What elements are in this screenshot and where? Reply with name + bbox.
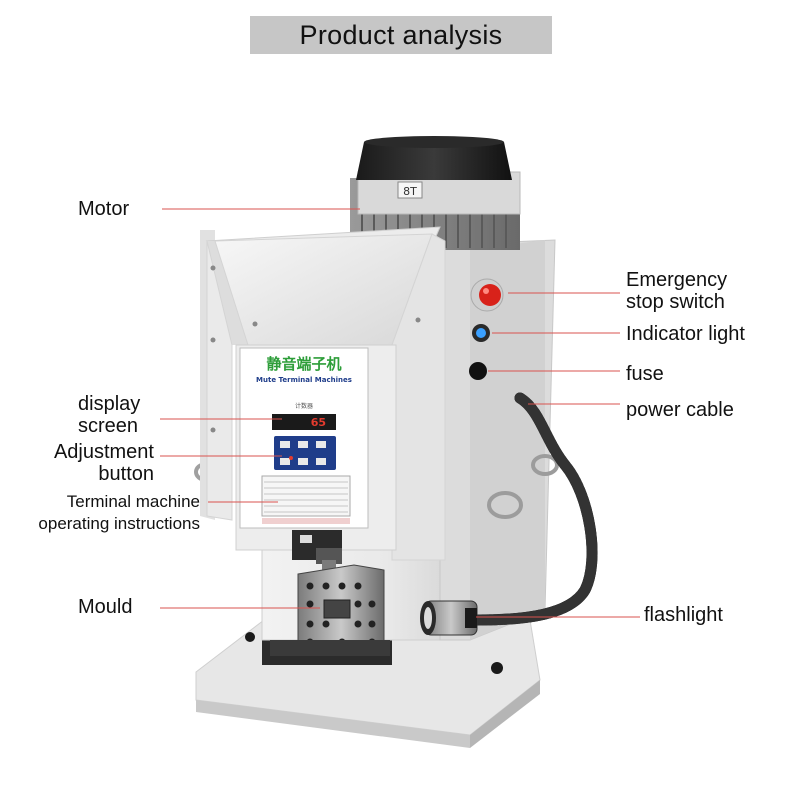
brand-english: Mute Terminal Machines [256,376,352,384]
operating-instructions [261,475,351,517]
label-display-line2: screen [78,415,139,437]
label-instructions-line2: operating instructions [38,514,200,533]
display-screen [272,414,336,430]
label-power-cable: power cable [626,399,734,421]
emergency-stop-icon[interactable] [479,284,501,306]
side-controls [469,278,504,380]
label-display-line1: display [78,393,141,415]
label-indicator-light: Indicator light [626,323,745,345]
label-mould: Mould [78,596,133,618]
title-banner: Product analysis [250,16,552,54]
fuse-icon[interactable] [469,362,487,380]
flashlight [420,600,478,636]
indicator-light-icon [476,328,486,338]
label-adjustment-line1: Adjustment [53,441,154,463]
label-flashlight: flashlight [644,604,723,626]
power-cable [472,392,598,626]
label-emergency-line1: Emergency [626,269,728,291]
label-emergency-line2: stop switch [626,291,725,313]
label-motor: Motor [78,198,130,220]
label-fuse: fuse [626,363,664,385]
counter-value: 65 [311,416,326,429]
control-panel: 静音端子机 Mute Terminal Machines 计数器 65 [239,347,369,529]
counter-label: 计数器 [295,402,313,410]
machine-column [194,239,559,641]
label-instructions-line1: Terminal machine [66,492,200,511]
motor-tag: 8T [403,185,417,198]
label-adjustment-line2: button [98,463,154,485]
leader-lines [160,208,640,618]
mould [270,530,390,656]
brand-chinese: 静音端子机 [266,355,341,373]
page-title: Product analysis [299,19,503,50]
